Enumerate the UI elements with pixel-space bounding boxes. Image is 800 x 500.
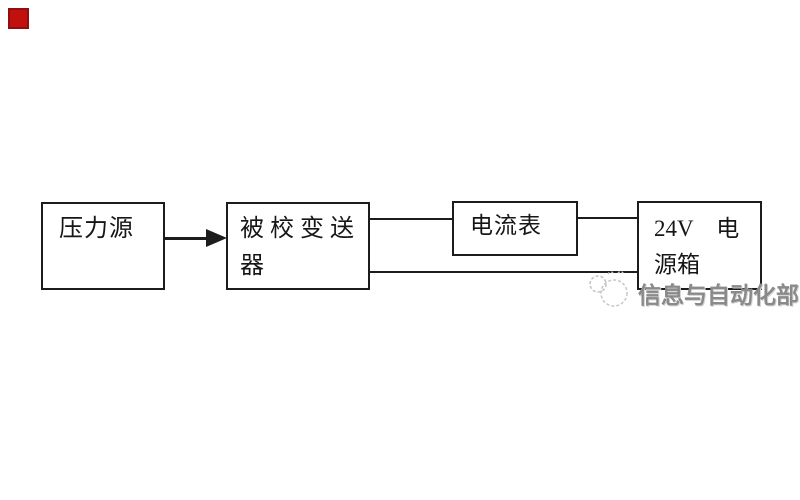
watermark: 信息与自动化部	[584, 268, 799, 312]
node-power-box-label-line2: 源箱	[654, 252, 700, 277]
connector-pressure-to-transmitter	[164, 237, 209, 240]
connector-ammeter-to-power-box	[577, 217, 638, 219]
connector-transmitter-to-power-box	[369, 271, 638, 273]
arrowhead-icon	[206, 229, 227, 247]
node-transmitter-label-line1: 被校变送	[240, 216, 360, 242]
node-transmitter-label-line2: 器	[240, 253, 264, 279]
node-power-box-label-line1: 24V 电	[654, 216, 740, 241]
watermark-text: 信息与自动化部	[638, 283, 799, 308]
node-pressure-source: 压力源	[41, 202, 165, 290]
node-24v-power-box: 24V 电 源箱	[637, 201, 762, 290]
connector-transmitter-to-ammeter	[369, 218, 453, 220]
node-ammeter: 电流表	[452, 201, 578, 256]
node-calibrated-transmitter: 被校变送 器	[226, 202, 370, 290]
node-ammeter-label: 电流表	[470, 213, 542, 238]
red-corner-marker	[8, 8, 29, 29]
watermark-mascot-icon	[589, 270, 628, 307]
node-pressure-source-label: 压力源	[59, 216, 134, 242]
